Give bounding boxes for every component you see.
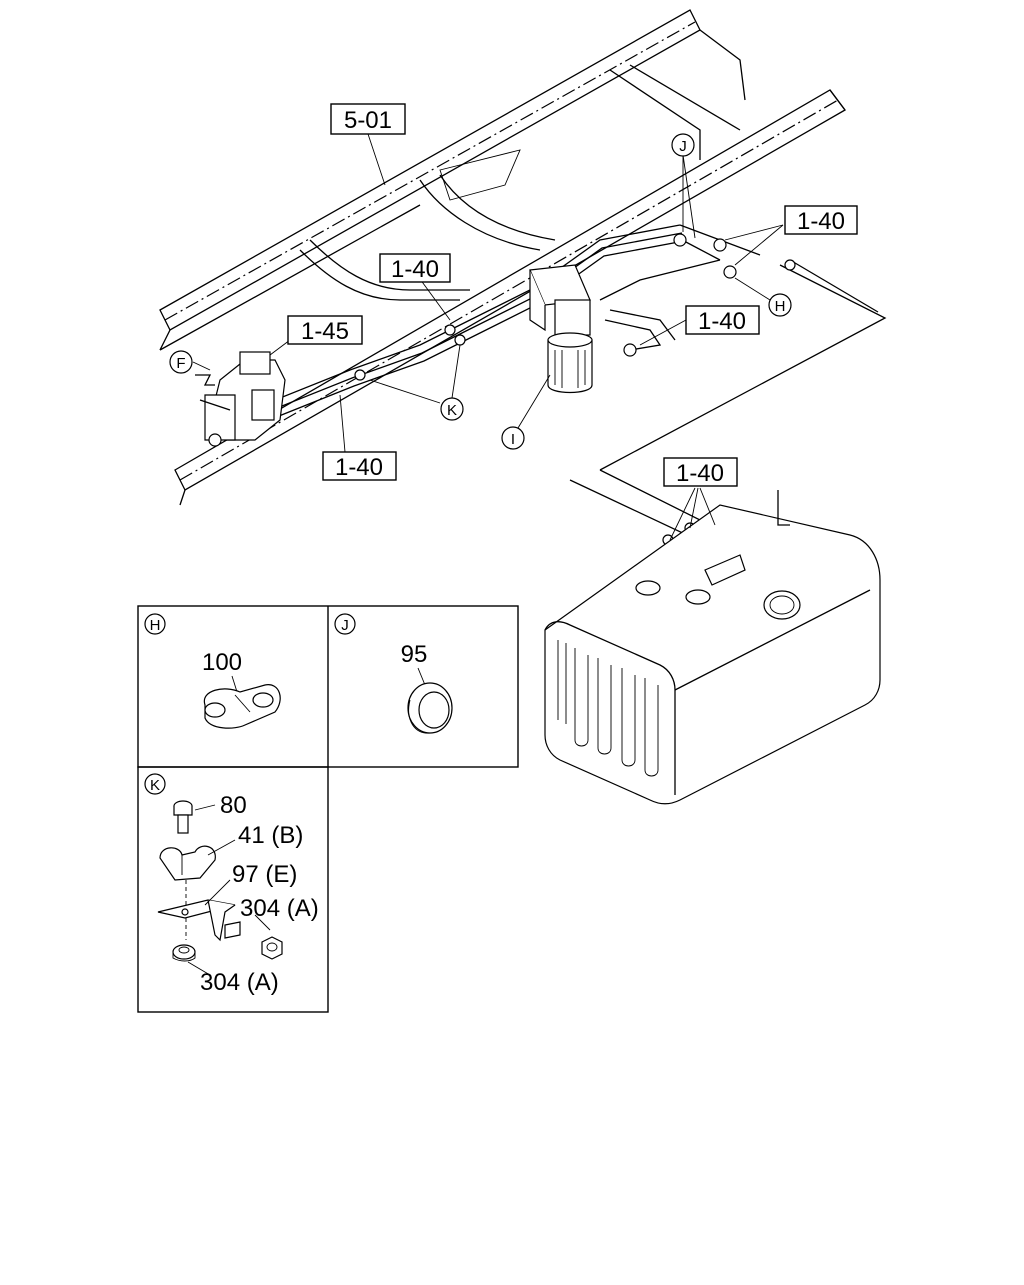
- ref-circle-k-text: K: [447, 402, 457, 419]
- detail-j: J 95: [334, 613, 453, 734]
- nut-304a-right: [261, 936, 283, 960]
- callout-1-45-text: 1-45: [301, 318, 349, 345]
- callout-1-45: 1-45: [287, 315, 363, 345]
- leader-lines: [192, 133, 784, 541]
- fuel-pump-assembly: [195, 351, 286, 447]
- ref-circle-h: H: [768, 293, 792, 317]
- ref-circle-h-text: H: [775, 298, 786, 315]
- clip-100: [203, 684, 281, 729]
- ref-circle-j: J: [671, 133, 695, 157]
- part-41b-label: 41 (B): [238, 822, 303, 849]
- ref-circle-i: I: [501, 426, 525, 450]
- detail-k: K 80 41 (B) 97 (E) 304 (A): [144, 773, 319, 996]
- part-80-label: 80: [220, 792, 247, 819]
- ref-circle-k: K: [440, 397, 464, 421]
- part-97e-label: 97 (E): [232, 861, 297, 888]
- callout-1-40-bottom: 1-40: [322, 451, 397, 481]
- callout-1-40-right-top-text: 1-40: [797, 208, 845, 235]
- detail-j-tag: J: [341, 617, 349, 634]
- detail-panels-frame: [137, 605, 519, 1013]
- bolt-80: [173, 800, 193, 834]
- frame-rail-lower: [174, 89, 846, 506]
- grommet-95: [407, 682, 453, 734]
- callout-1-40-right-top: 1-40: [784, 205, 858, 235]
- clip-41b: [159, 845, 216, 881]
- callout-1-40-tank: 1-40: [663, 457, 738, 487]
- detail-h-part-number: 100: [202, 649, 242, 676]
- callout-5-01: 5-01: [330, 103, 406, 135]
- fuel-filter: [529, 264, 593, 394]
- ref-circle-f: F: [169, 350, 193, 374]
- callout-1-40-mid: 1-40: [685, 305, 760, 335]
- detail-k-tag: K: [150, 777, 160, 794]
- callout-1-40-tank-text: 1-40: [676, 460, 724, 487]
- detail-j-part-number: 95: [401, 641, 428, 668]
- callout-1-40-mid-text: 1-40: [698, 308, 746, 335]
- fuel-tank: [544, 490, 881, 805]
- ref-circle-j-text: J: [679, 138, 687, 155]
- ref-circle-i-text: I: [511, 431, 515, 448]
- ref-circle-f-text: F: [176, 355, 185, 372]
- nut-304a-bottom: [172, 944, 196, 962]
- part-304a-bottom-label: 304 (A): [200, 969, 279, 996]
- callout-1-40-bottom-text: 1-40: [335, 454, 383, 481]
- callout-1-40-left-text: 1-40: [391, 256, 439, 283]
- part-304a-right-label: 304 (A): [240, 895, 319, 922]
- frame-rail-upper: [159, 9, 746, 351]
- callout-5-01-text: 5-01: [344, 107, 392, 134]
- bracket-97e: [157, 899, 241, 942]
- detail-h: H 100: [144, 613, 281, 729]
- cross-member: [299, 64, 741, 301]
- detail-h-tag: H: [150, 617, 161, 634]
- callout-1-40-left: 1-40: [379, 253, 451, 283]
- fuel-lines: [249, 224, 887, 561]
